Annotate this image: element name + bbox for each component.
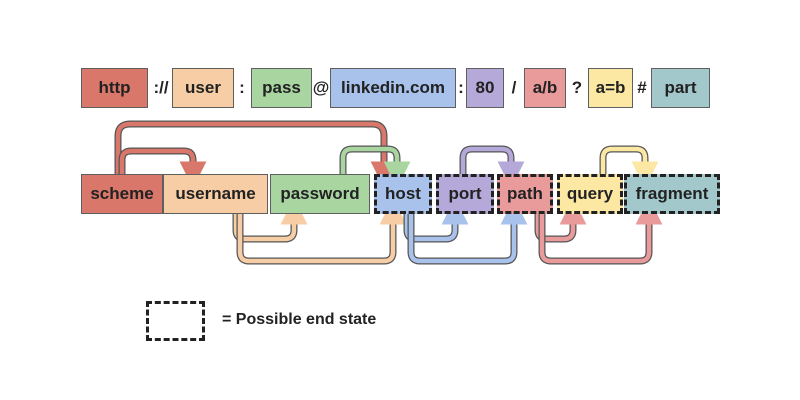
arrow-username-to-password	[232, 214, 298, 243]
url-part-fragment: part	[651, 68, 710, 108]
component-fragment: fragment	[624, 174, 720, 214]
component-password: password	[270, 174, 370, 214]
separator-question: ?	[571, 78, 583, 97]
separator-colon-user: :	[239, 78, 245, 97]
arrow-scheme-to-username	[118, 147, 197, 174]
url-part-path: a/b	[524, 68, 566, 108]
url-part-scheme: http	[81, 68, 148, 108]
component-port: port	[436, 174, 494, 214]
url-part-user: user	[172, 68, 234, 108]
arrow-query-to-fragment	[599, 145, 649, 174]
component-query: query	[557, 174, 623, 214]
url-part-query: a=b	[588, 68, 633, 108]
separator-hash: #	[637, 78, 647, 97]
url-part-pass: pass	[251, 68, 312, 108]
legend-label: = Possible end state	[222, 311, 377, 328]
separator-at: @	[312, 78, 330, 97]
legend-dashed-box	[146, 301, 205, 341]
component-host: host	[374, 174, 432, 214]
separator-scheme: ://	[153, 78, 169, 97]
component-path: path	[497, 174, 553, 214]
url-part-port: 80	[466, 68, 504, 108]
arrow-port-to-path	[459, 145, 515, 174]
component-username: username	[163, 174, 268, 214]
separator-slash: /	[511, 78, 517, 97]
url-part-host: linkedin.com	[330, 68, 456, 108]
separator-colon-port: :	[458, 78, 464, 97]
component-scheme: scheme	[81, 174, 163, 214]
arrow-password-to-host	[339, 145, 401, 174]
